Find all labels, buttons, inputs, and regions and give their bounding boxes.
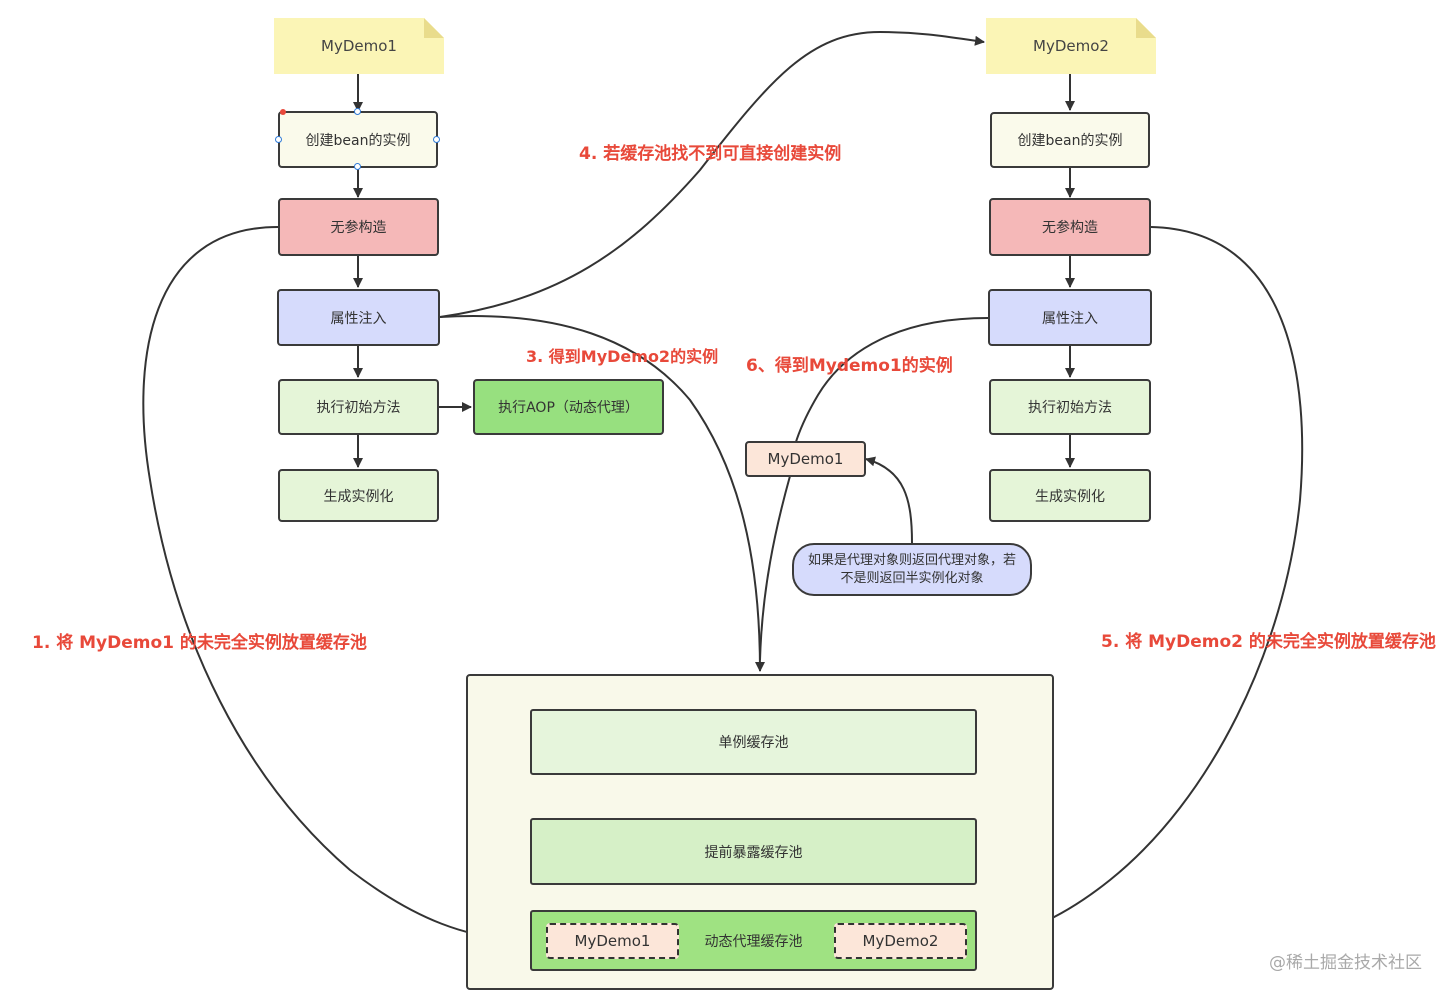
proxy-pool-item-mydemo1-text: MyDemo1: [574, 932, 651, 950]
curve-bubble: [865, 456, 913, 544]
right-no-arg-constructor-text: 无参构造: [1042, 220, 1098, 236]
selection-handle-left[interactable]: [275, 136, 282, 143]
curve-step5: [977, 226, 1304, 945]
right-generate-instance[interactable]: 生成实例化: [989, 469, 1151, 522]
selection-handle-right[interactable]: [433, 136, 440, 143]
left-create-instance-text: 创建bean的实例: [305, 132, 411, 149]
note-mydemo2-text: MyDemo2: [1033, 37, 1109, 55]
curve-step4: [439, 30, 985, 318]
selection-handle-bottom[interactable]: [354, 163, 361, 170]
right-property-injection[interactable]: 属性注入: [988, 289, 1152, 346]
watermark-text: @稀土掘金技术社区: [1269, 953, 1422, 973]
label-step3: 3. 得到MyDemo2的实例: [526, 347, 719, 366]
singleton-pool-text: 单例缓存池: [718, 735, 789, 751]
right-property-injection-text: 属性注入: [1042, 310, 1098, 327]
proxy-pool-item-mydemo2-text: MyDemo2: [862, 932, 939, 950]
middle-mydemo1[interactable]: MyDemo1: [745, 441, 866, 477]
proxy-pool-item-mydemo1[interactable]: MyDemo1: [546, 923, 679, 959]
left-init-method-text: 执行初始方法: [316, 400, 401, 416]
label-step1: 1. 将 MyDemo1 的未完全实例放置缓存池: [32, 633, 367, 653]
left-aop-text: 执行AOP（动态代理）: [498, 400, 639, 416]
label-step6: 6、得到Mydemo1的实例: [746, 356, 953, 376]
proxy-note-bubble-text: 如果是代理对象则返回代理对象，若不是则返回半实例化对象: [807, 552, 1016, 586]
left-property-injection-text: 属性注入: [330, 310, 387, 327]
proxy-pool-item-mydemo2[interactable]: MyDemo2: [834, 923, 967, 959]
left-no-arg-constructor-text: 无参构造: [330, 220, 387, 236]
selection-handle-top[interactable]: [354, 108, 361, 115]
right-create-instance[interactable]: 创建bean的实例: [990, 112, 1150, 168]
right-init-method-text: 执行初始方法: [1028, 400, 1112, 416]
left-aop[interactable]: 执行AOP（动态代理）: [473, 379, 664, 435]
right-generate-instance-text: 生成实例化: [1035, 488, 1105, 505]
singleton-pool[interactable]: 单例缓存池: [530, 709, 977, 775]
left-init-method[interactable]: 执行初始方法: [278, 379, 439, 435]
early-exposure-pool[interactable]: 提前暴露缓存池: [530, 818, 977, 885]
middle-mydemo1-text: MyDemo1: [767, 450, 844, 468]
left-no-arg-constructor[interactable]: 无参构造: [278, 198, 439, 256]
proxy-note-bubble[interactable]: 如果是代理对象则返回代理对象，若不是则返回半实例化对象: [792, 543, 1032, 596]
curve-step3: [439, 315, 765, 672]
label-step5: 5. 将 MyDemo2 的未完全实例放置缓存池: [1101, 632, 1436, 652]
note-mydemo2: MyDemo2: [986, 18, 1156, 74]
curve-step1: [142, 226, 529, 945]
right-create-instance-text: 创建bean的实例: [1017, 133, 1123, 149]
curve-step6: [759, 317, 989, 661]
right-no-arg-constructor[interactable]: 无参构造: [989, 198, 1151, 256]
left-generate-instance-text: 生成实例化: [323, 488, 394, 505]
left-generate-instance[interactable]: 生成实例化: [278, 469, 439, 522]
right-init-method[interactable]: 执行初始方法: [989, 379, 1151, 435]
note-mydemo1-text: MyDemo1: [321, 37, 397, 55]
early-exposure-pool-text: 提前暴露缓存池: [704, 844, 803, 861]
proxy-pool-text: 动态代理缓存池: [704, 933, 803, 950]
selection-anchor-dot: [280, 109, 286, 115]
note-mydemo1: MyDemo1: [274, 18, 444, 74]
left-property-injection[interactable]: 属性注入: [277, 289, 440, 346]
left-create-instance[interactable]: 创建bean的实例: [278, 111, 438, 168]
label-step4: 4. 若缓存池找不到可直接创建实例: [579, 144, 842, 164]
